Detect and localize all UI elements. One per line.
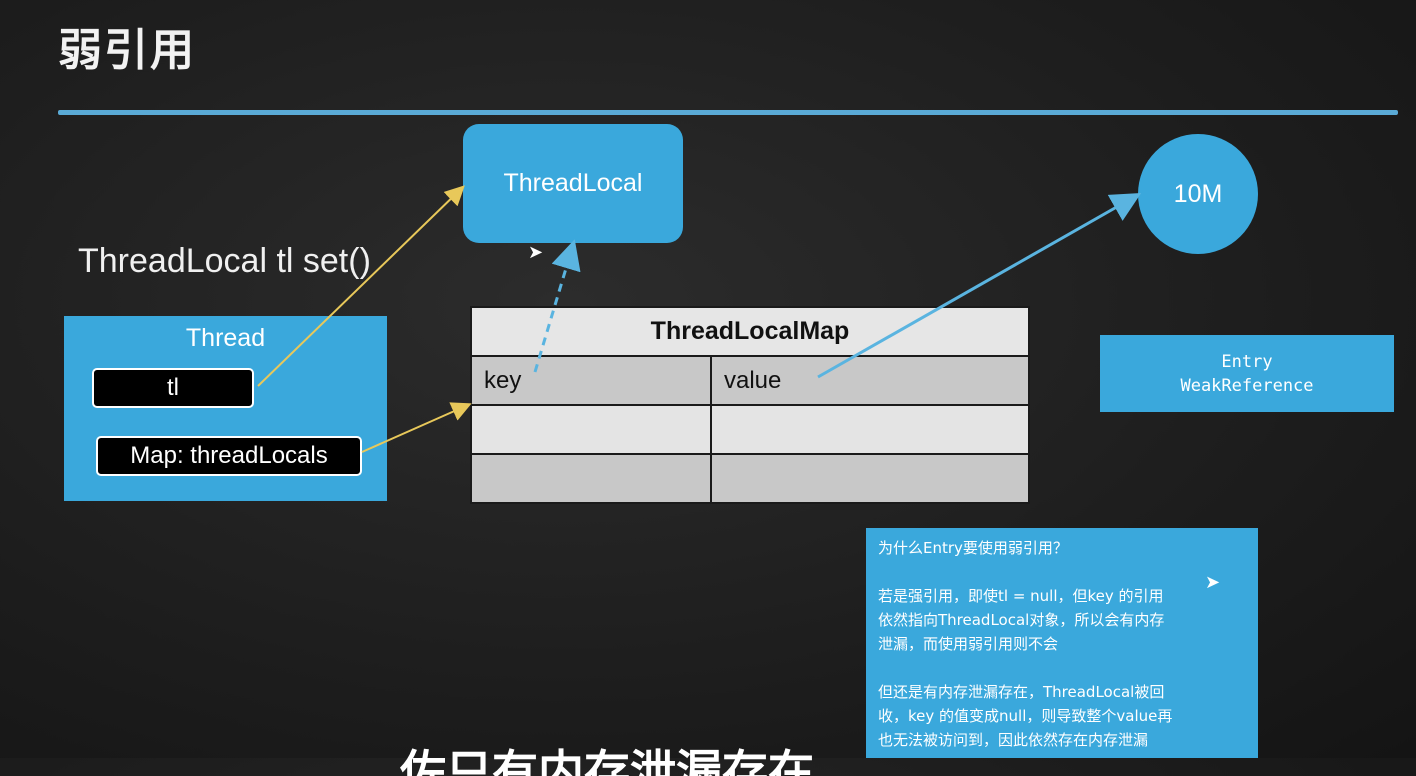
- empty-cell: [470, 453, 712, 504]
- threadlocalmap-title: ThreadLocalMap: [470, 306, 1030, 357]
- note-line: 依然指向ThreadLocal对象，所以会有内存: [878, 611, 1165, 629]
- value-cell: value: [710, 355, 1030, 406]
- thread-field-tl: tl: [92, 368, 254, 408]
- memory-value-label: 10M: [1173, 179, 1223, 208]
- threadlocal-object: ThreadLocal: [463, 124, 683, 243]
- note-line: 若是强引用，即使tl = null，但key 的引用: [878, 587, 1164, 605]
- weakreference-label: WeakReference: [1180, 375, 1314, 396]
- threadlocalmap-table: ThreadLocalMap key value: [470, 306, 1030, 504]
- table-row: key value: [470, 355, 1030, 406]
- empty-cell: [470, 404, 712, 455]
- note-question: 为什么Entry要使用弱引用？: [878, 539, 1068, 557]
- note-line: 也无法被访问到，因此依然存在内存泄漏: [878, 731, 1149, 749]
- video-subtitle: 佐只有内存泄漏存在: [400, 745, 814, 776]
- note-line: 泄漏，而使用弱引用则不会: [878, 635, 1059, 653]
- mouse-cursor-icon: ➤: [528, 242, 544, 263]
- table-row: [470, 453, 1030, 504]
- thread-label: Thread: [185, 324, 266, 352]
- threadlocal-label: ThreadLocal: [503, 169, 643, 197]
- entry-label: Entry: [1221, 351, 1273, 372]
- mouse-cursor-icon: ➤: [1205, 572, 1221, 593]
- thread-object: Thread tl Map: threadLocals: [64, 316, 387, 501]
- note-line: 收，key 的值变成null，则导致整个value再: [878, 707, 1173, 725]
- table-row: [470, 404, 1030, 455]
- entry-weakreference-box: Entry WeakReference: [1100, 335, 1394, 412]
- title-divider: [58, 110, 1398, 115]
- empty-cell: [710, 453, 1030, 504]
- thread-field-map: Map: threadLocals: [96, 436, 362, 476]
- empty-cell: [710, 404, 1030, 455]
- memory-value-circle: 10M: [1138, 134, 1258, 254]
- slide-title: 弱引用: [58, 25, 196, 76]
- explanation-note: 为什么Entry要使用弱引用？ 若是强引用，即使tl = null，但key 的…: [866, 528, 1258, 758]
- code-line: ThreadLocal tl set(): [78, 242, 371, 280]
- key-cell: key: [470, 355, 712, 406]
- note-line: 但还是有内存泄漏存在，ThreadLocal被回: [878, 683, 1165, 701]
